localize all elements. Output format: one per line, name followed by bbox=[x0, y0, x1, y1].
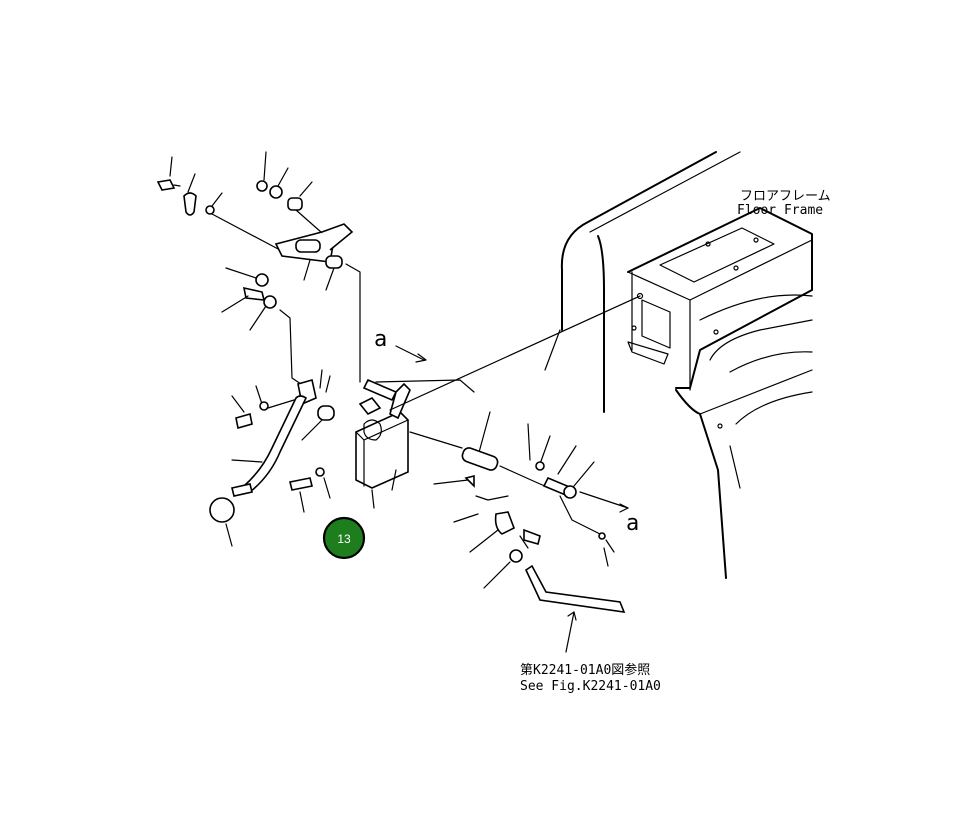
floor-frame bbox=[544, 151, 813, 579]
callout-number[interactable]: 13 bbox=[337, 532, 351, 546]
right-linkage bbox=[409, 411, 629, 653]
see-fig-label-jp: 第K2241-01A0図参照 bbox=[520, 662, 650, 678]
reference-lines bbox=[375, 295, 641, 411]
pedal-bracket-assembly bbox=[156, 151, 361, 383]
reference-label-a-top: a bbox=[374, 327, 387, 352]
callout-13[interactable]: 13 bbox=[322, 516, 366, 560]
floor-frame-label-jp: フロアフレーム bbox=[740, 189, 831, 204]
lever-unit bbox=[289, 378, 411, 513]
see-fig-label-en: See Fig.K2241-01A0 bbox=[520, 679, 661, 694]
callout-circle[interactable] bbox=[322, 516, 366, 560]
floor-frame-label-en: Floor Frame bbox=[737, 203, 823, 218]
reference-label-a-right: a bbox=[626, 511, 639, 536]
left-linkage bbox=[209, 267, 335, 547]
